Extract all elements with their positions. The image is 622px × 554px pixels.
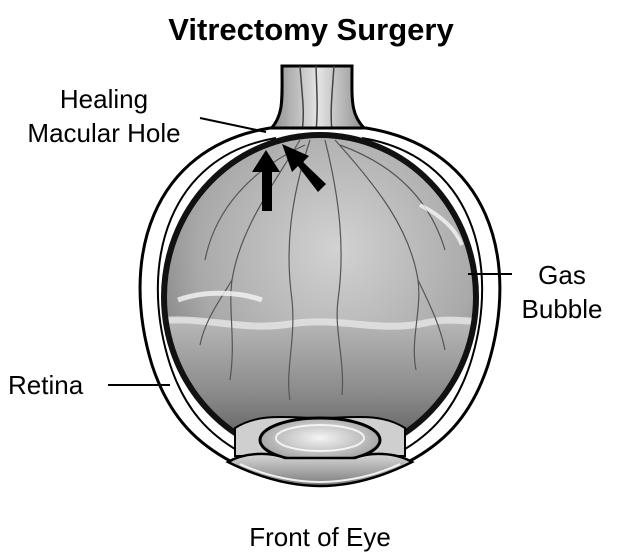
diagram-title: Vitrectomy Surgery <box>168 12 454 47</box>
label-macular-hole-line1: Healing <box>60 84 148 114</box>
label-front-of-eye: Front of Eye <box>249 522 391 552</box>
label-retina: Retina <box>8 370 84 400</box>
optic-nerve <box>270 66 366 132</box>
label-gas-line2: Bubble <box>522 294 603 324</box>
label-macular-hole-line2: Macular Hole <box>27 118 180 148</box>
cornea <box>228 454 412 486</box>
label-gas-line1: Gas <box>538 260 586 290</box>
